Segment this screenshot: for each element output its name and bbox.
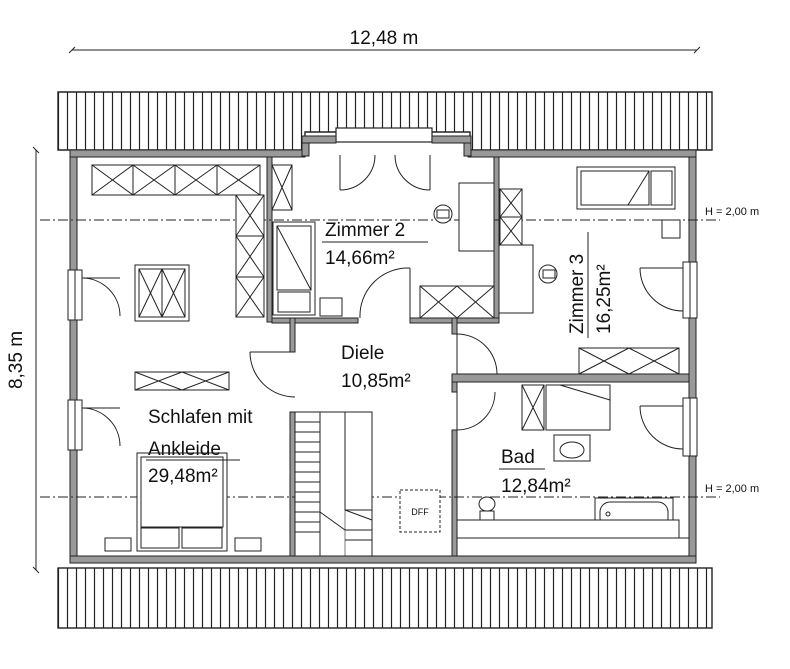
height-dimension-label: 8,35 m [6,331,27,389]
height-marker-top-label: H = 2,00 m [705,206,759,218]
interior-walls [266,156,690,557]
schlafen-area: 29,48m² [148,466,218,487]
cabinet-zimmer2 [271,164,293,211]
sideboard-schlafen [134,371,230,391]
room-label-diele: Diele 10,85m² [341,343,411,392]
room-label-zimmer3: Zimmer 3 16,25m² [567,232,615,338]
window-right-lower [682,397,698,457]
bed-zimmer3 [576,166,676,210]
door-swing-bad [639,405,684,450]
bad-fixtures [456,384,690,557]
room-label-zimmer2: Zimmer 2 14,66m² [322,220,428,269]
window-left-lower [67,399,121,451]
width-dimension-label: 12,48 m [350,28,419,49]
desk-zimmer2 [433,182,495,252]
door-swing-diele [249,351,496,431]
cabinet-zimmer3 [499,188,523,246]
height-line-top: H = 2,00 m [40,206,759,221]
dff-box: DFF [399,489,441,533]
outer-walls [69,135,697,564]
window-left-upper [67,269,121,321]
room-label-bad: Bad 12,84m² [499,447,571,497]
cabinet-zimmer2-bottom [419,285,495,319]
bed-schlafen [104,452,262,552]
bed-zimmer2 [272,221,316,316]
schlafen-name-line2: Ankleide [148,439,221,460]
bad-area: 12,84m² [501,476,571,497]
width-dimension: 12,48 m [68,28,701,54]
nightstand-zimmer2 [319,297,343,317]
wardrobe-top [91,164,261,196]
height-marker-bottom-label: H = 2,00 m [705,483,759,495]
zimmer2-area: 14,66m² [325,248,395,269]
schlafen-name-line1: Schlafen mit [148,407,253,428]
dff-label: DFF [411,507,429,517]
door-swing-zimmer3 [456,267,684,375]
room-label-schlafen: Schlafen mit Ankleide 29,48m² [146,407,253,487]
bad-name: Bad [501,447,535,468]
diele-name: Diele [341,343,384,364]
roof-bottom [57,567,713,629]
zimmer2-name: Zimmer 2 [325,220,405,241]
window-right-upper [682,261,698,319]
cabinet-schlafen [134,264,190,322]
zimmer3-area: 16,25m² [594,264,615,334]
door-swing-zimmer2 [339,154,431,319]
desk-zimmer3 [498,219,681,314]
zimmer3-name: Zimmer 3 [567,254,588,334]
height-dimension: 8,35 m [6,146,40,574]
staircase [294,411,373,557]
roof-top [57,91,713,151]
diele-area: 10,85m² [341,371,411,392]
wardrobe-vertical [235,194,265,318]
cabinet-zimmer3-bottom [578,347,680,375]
